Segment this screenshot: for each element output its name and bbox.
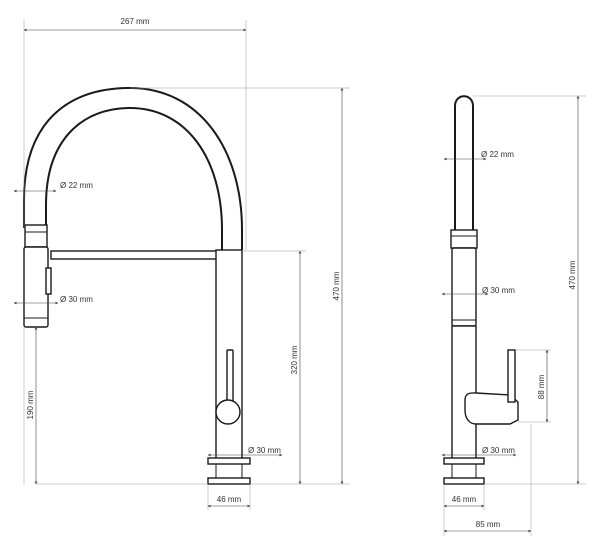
side-hose bbox=[454, 95, 474, 230]
side-base bbox=[443, 457, 485, 465]
gooseneck-hose-inner bbox=[45, 106, 223, 250]
faucet-base-plate bbox=[207, 477, 251, 485]
dim-label-depth-side: 85 mm bbox=[476, 520, 501, 529]
faucet-base bbox=[207, 457, 251, 465]
dim-label-body-side: Ø 30 mm bbox=[482, 446, 515, 455]
dim-label-body-front: Ø 30 mm bbox=[248, 446, 281, 455]
front-view: 267 mm 470 mm 320 mm 190 mm Ø 22 mm Ø 30… bbox=[13, 17, 350, 510]
spray-button bbox=[45, 267, 52, 295]
dim-label-spray-dia-front: Ø 30 mm bbox=[60, 295, 93, 304]
side-view: Ø 22 mm Ø 30 mm 88 mm Ø 30 mm 46 mm 85 m… bbox=[441, 95, 586, 536]
gooseneck-hose-outer bbox=[23, 86, 243, 250]
dim-label-base-front: 46 mm bbox=[217, 495, 242, 504]
dim-label-width: 267 mm bbox=[121, 17, 150, 26]
dim-label-hose-front: Ø 22 mm bbox=[60, 181, 93, 190]
side-collar bbox=[450, 229, 478, 249]
support-arm bbox=[50, 250, 218, 260]
dim-label-height-side: 470 mm bbox=[568, 260, 577, 289]
dim-label-spout: 320 mm bbox=[290, 345, 299, 374]
dim-label-height-front: 470 mm bbox=[332, 271, 341, 300]
dim-label-spray-dia-side: Ø 30 mm bbox=[482, 286, 515, 295]
side-spray-head bbox=[451, 247, 477, 327]
side-base-plate bbox=[443, 477, 485, 485]
spray-collar bbox=[24, 224, 48, 248]
side-handle-block bbox=[464, 392, 519, 425]
dim-label-hose-side: Ø 22 mm bbox=[481, 150, 514, 159]
dim-label-spray: 190 mm bbox=[26, 390, 35, 419]
side-handle-lever bbox=[507, 349, 516, 403]
spray-head bbox=[23, 246, 49, 328]
dim-label-base-side: 46 mm bbox=[452, 495, 477, 504]
handle-knob bbox=[215, 399, 241, 425]
dim-label-handle-side: 88 mm bbox=[537, 374, 546, 399]
